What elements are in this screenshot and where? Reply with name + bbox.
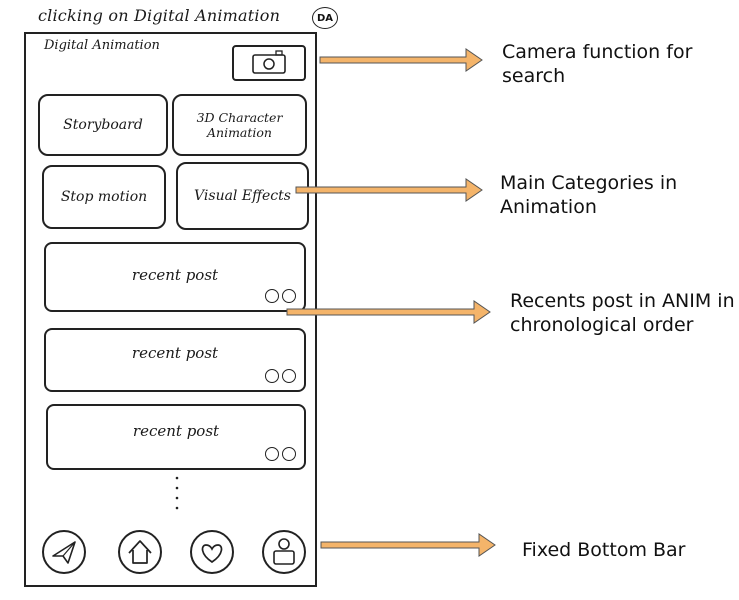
arrow-bottom-bar [320,533,496,557]
camera-search-button[interactable] [232,45,306,81]
page-title: clicking on Digital Animation [38,6,281,25]
nav-send-button[interactable] [42,530,86,574]
recent-post-card[interactable]: recent post [46,404,306,470]
home-icon [128,540,152,564]
more-content-indicator [175,476,179,510]
like-icon[interactable] [282,447,296,461]
heart-icon [201,544,223,564]
category-label: Storyboard [63,117,143,133]
nav-home-button[interactable] [118,530,162,574]
like-icon[interactable] [282,289,296,303]
share-icon[interactable] [265,447,279,461]
category-stop-motion[interactable]: Stop motion [42,165,166,229]
recent-post-card[interactable]: recent post [44,242,306,312]
category-label: Visual Effects [194,188,291,204]
post-label: recent post [132,422,220,440]
nav-profile-button[interactable] [262,530,306,574]
annotation-categories: Main Categories in Animation [500,172,678,218]
category-label: Stop motion [60,189,148,205]
recent-post-card[interactable]: recent post [44,328,306,392]
arrow-recents [286,300,491,324]
category-storyboard[interactable]: Storyboard [38,94,168,156]
arrow-categories [295,178,483,202]
category-3d-character-animation[interactable]: 3D Character Animation [172,94,307,156]
camera-icon [252,50,286,74]
annotation-recents: Recents post in ANIM in chronological or… [510,290,735,336]
category-label: 3D Character Animation [196,110,283,140]
annotation-camera: Camera function for search [502,41,693,87]
send-icon [52,541,76,564]
phone-wireframe: Digital Animation Storyboard 3D Characte… [24,32,317,587]
share-icon[interactable] [265,369,279,383]
arrow-camera [319,48,483,72]
da-badge: DA [312,7,338,29]
nav-favorites-button[interactable] [190,530,234,574]
screen-title: Digital Animation [44,38,160,53]
share-icon[interactable] [265,289,279,303]
category-visual-effects[interactable]: Visual Effects [176,162,309,230]
post-label: recent post [131,344,219,362]
annotation-bottom-bar: Fixed Bottom Bar [522,539,686,561]
post-label: recent post [131,266,219,284]
like-icon[interactable] [282,369,296,383]
profile-icon [273,538,295,565]
